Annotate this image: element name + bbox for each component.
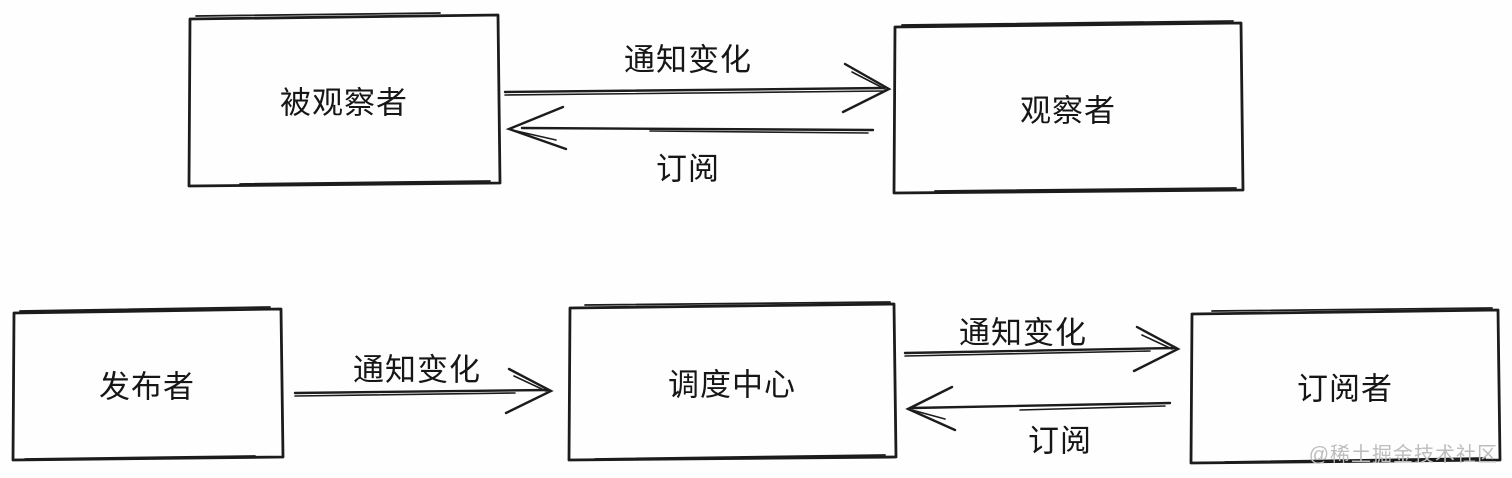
pubsub-publish-arrow — [293, 367, 554, 415]
publisher-box-outline — [11, 306, 285, 462]
publisher-box-label: 发布者 — [99, 369, 195, 405]
observer-box-label: 观察者 — [1020, 93, 1116, 129]
observer-subscribe-arrow-label: 订阅 — [656, 151, 720, 187]
observer-notify-arrow-label: 通知变化 — [624, 42, 752, 78]
observer-box-outline — [892, 20, 1245, 195]
observer-subscribe-arrow — [505, 105, 875, 151]
watermark: @稀土掘金技术社区 — [1308, 444, 1498, 466]
broker-box-label: 调度中心 — [668, 367, 796, 403]
pubsub-subscribe-arrow — [905, 385, 1172, 432]
pubsub-notify-arrow-label: 通知变化 — [959, 315, 1087, 351]
pubsub-notify-arrow — [903, 325, 1181, 373]
observer-notify-arrow — [503, 62, 892, 114]
broker-box-outline — [567, 301, 898, 462]
subject-box-label: 被观察者 — [280, 85, 408, 121]
subject-box-outline — [187, 12, 502, 188]
subscriber-box-label: 订阅者 — [1297, 371, 1393, 407]
pubsub-publish-arrow-label: 通知变化 — [353, 352, 481, 388]
pubsub-subscribe-arrow-label: 订阅 — [1028, 423, 1092, 459]
subscriber-box-outline — [1189, 307, 1502, 465]
